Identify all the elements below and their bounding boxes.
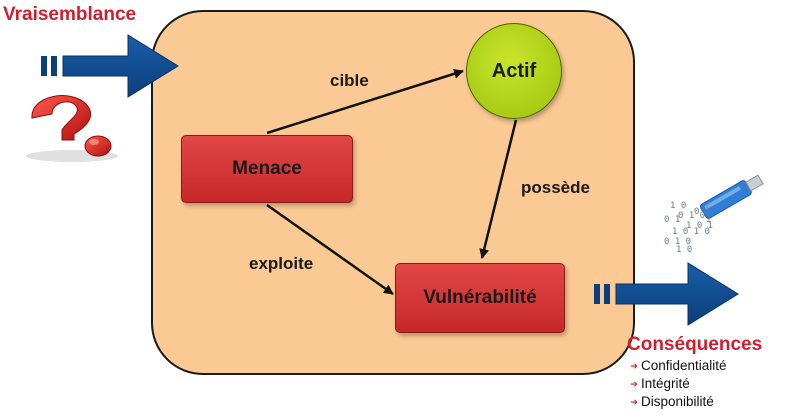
node-vulnerabilite: Vulnérabilité: [395, 263, 565, 333]
svg-text:1 0 1 0: 1 0 1 0: [672, 227, 710, 237]
consequences-title: Conséquences: [627, 334, 763, 355]
arrow-bullet-icon: ➔: [630, 379, 638, 389]
input-arrow: [41, 34, 179, 98]
node-actif: Actif: [466, 23, 562, 119]
consequence-text: Disponibilité: [641, 394, 714, 409]
svg-text:0 1 0: 0 1 0: [664, 237, 691, 247]
svg-text:0 1: 0 1: [664, 215, 680, 225]
output-arrow: [594, 262, 739, 326]
svg-text:1 0: 1 0: [670, 201, 686, 211]
consequence-item: ➔Disponibilité: [627, 393, 727, 411]
edge-exploite: [266, 203, 394, 296]
node-menace-label: Menace: [232, 158, 302, 179]
arrow-bullet-icon: ➔: [630, 397, 638, 407]
vraisemblance-label: Vraisemblance: [3, 4, 137, 25]
svg-text:1 0: 1 0: [676, 245, 692, 255]
edge-label-cible: cible: [330, 71, 369, 90]
node-actif-label: Actif: [491, 59, 537, 82]
svg-text:0 1: 0 1: [694, 207, 710, 217]
question-mark-icon: [26, 95, 118, 162]
consequence-text: Intégrité: [641, 376, 690, 391]
node-vulnerabilite-label: Vulnérabilité: [423, 287, 537, 308]
consequence-item: ➔Intégrité: [627, 375, 727, 393]
consequence-text: Confidentialité: [641, 358, 727, 373]
node-menace: Menace: [181, 135, 353, 203]
usb-key-icon: 1 0 0 1 0 1 0 1 0 1 1 0 1 0 0 1 0 1 0 0 …: [664, 174, 764, 255]
edge-cible: [266, 68, 464, 135]
svg-text:1: 1: [706, 215, 711, 225]
svg-text:1 0 1: 1 0 1: [686, 221, 713, 231]
edge-label-possede: possède: [521, 178, 590, 197]
edge-label-exploite: exploite: [249, 254, 314, 273]
arrow-bullet-icon: ➔: [630, 361, 638, 371]
consequences-list: ➔Confidentialité ➔Intégrité ➔Disponibili…: [627, 357, 727, 411]
svg-text:0 1 0: 0 1 0: [678, 211, 705, 221]
edge-possede: [479, 119, 518, 259]
consequence-item: ➔Confidentialité: [627, 357, 727, 375]
